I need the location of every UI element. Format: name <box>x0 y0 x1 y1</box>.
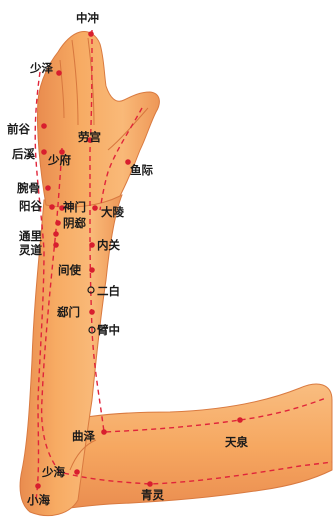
point-marker-quze <box>101 429 107 435</box>
point-label-qiangu: 前谷 <box>7 122 30 136</box>
point-label-neiguan: 内关 <box>97 238 120 252</box>
point-marker-wangu <box>45 185 51 191</box>
point-marker-xiaohai <box>35 483 41 489</box>
point-marker-daling <box>92 205 98 211</box>
point-label-quze: 曲泽 <box>72 429 95 443</box>
pericardium-meridian-line <box>90 30 326 432</box>
point-label-lingdao: 灵道 <box>19 243 42 257</box>
point-marker-yanggu <box>49 204 55 210</box>
point-marker-tongli <box>53 231 59 237</box>
point-label-jianshi: 间使 <box>58 263 81 277</box>
point-marker-shaohai <box>74 469 80 475</box>
point-label-shaofu: 少府 <box>47 153 71 167</box>
point-label-shaoze: 少泽 <box>29 61 53 75</box>
point-label-zhongchong: 中冲 <box>76 11 99 25</box>
point-label-qingling: 青灵 <box>141 488 164 502</box>
point-marker-jianshi <box>89 267 95 273</box>
point-label-houxi: 后溪 <box>12 147 35 161</box>
point-marker-houxi <box>41 149 47 155</box>
point-label-xiaohai: 小海 <box>26 493 50 507</box>
point-marker-tianquan <box>237 417 243 423</box>
point-marker-qiangu <box>41 123 47 129</box>
point-marker-zhongchong <box>88 31 94 37</box>
point-marker-yinxi <box>55 220 61 226</box>
point-label-wangu: 腕骨 <box>17 181 40 195</box>
point-label-daling: 大陵 <box>101 205 124 219</box>
point-label-tianquan: 天泉 <box>225 435 248 449</box>
point-label-laogong: 劳宫 <box>78 130 101 144</box>
point-label-bizhong: 臂中 <box>97 323 120 337</box>
point-marker-neiguan <box>89 242 95 248</box>
point-label-tongli: 通里 <box>19 229 42 243</box>
point-label-shaohai: 少海 <box>41 465 65 479</box>
point-label-erbai: 二白 <box>97 284 120 298</box>
point-marker-ximen <box>89 309 95 315</box>
point-label-yuji: 鱼际 <box>130 163 153 177</box>
point-label-yinxi: 阴郄 <box>63 216 86 230</box>
point-marker-lingdao <box>53 242 59 248</box>
point-label-ximen: 郄门 <box>56 305 80 319</box>
point-marker-shaoze <box>56 70 62 76</box>
point-label-yanggu: 阳谷 <box>19 199 42 213</box>
hand-shape <box>37 32 159 208</box>
point-marker-qingling <box>147 481 153 487</box>
point-label-shenmen: 神门 <box>63 200 86 214</box>
